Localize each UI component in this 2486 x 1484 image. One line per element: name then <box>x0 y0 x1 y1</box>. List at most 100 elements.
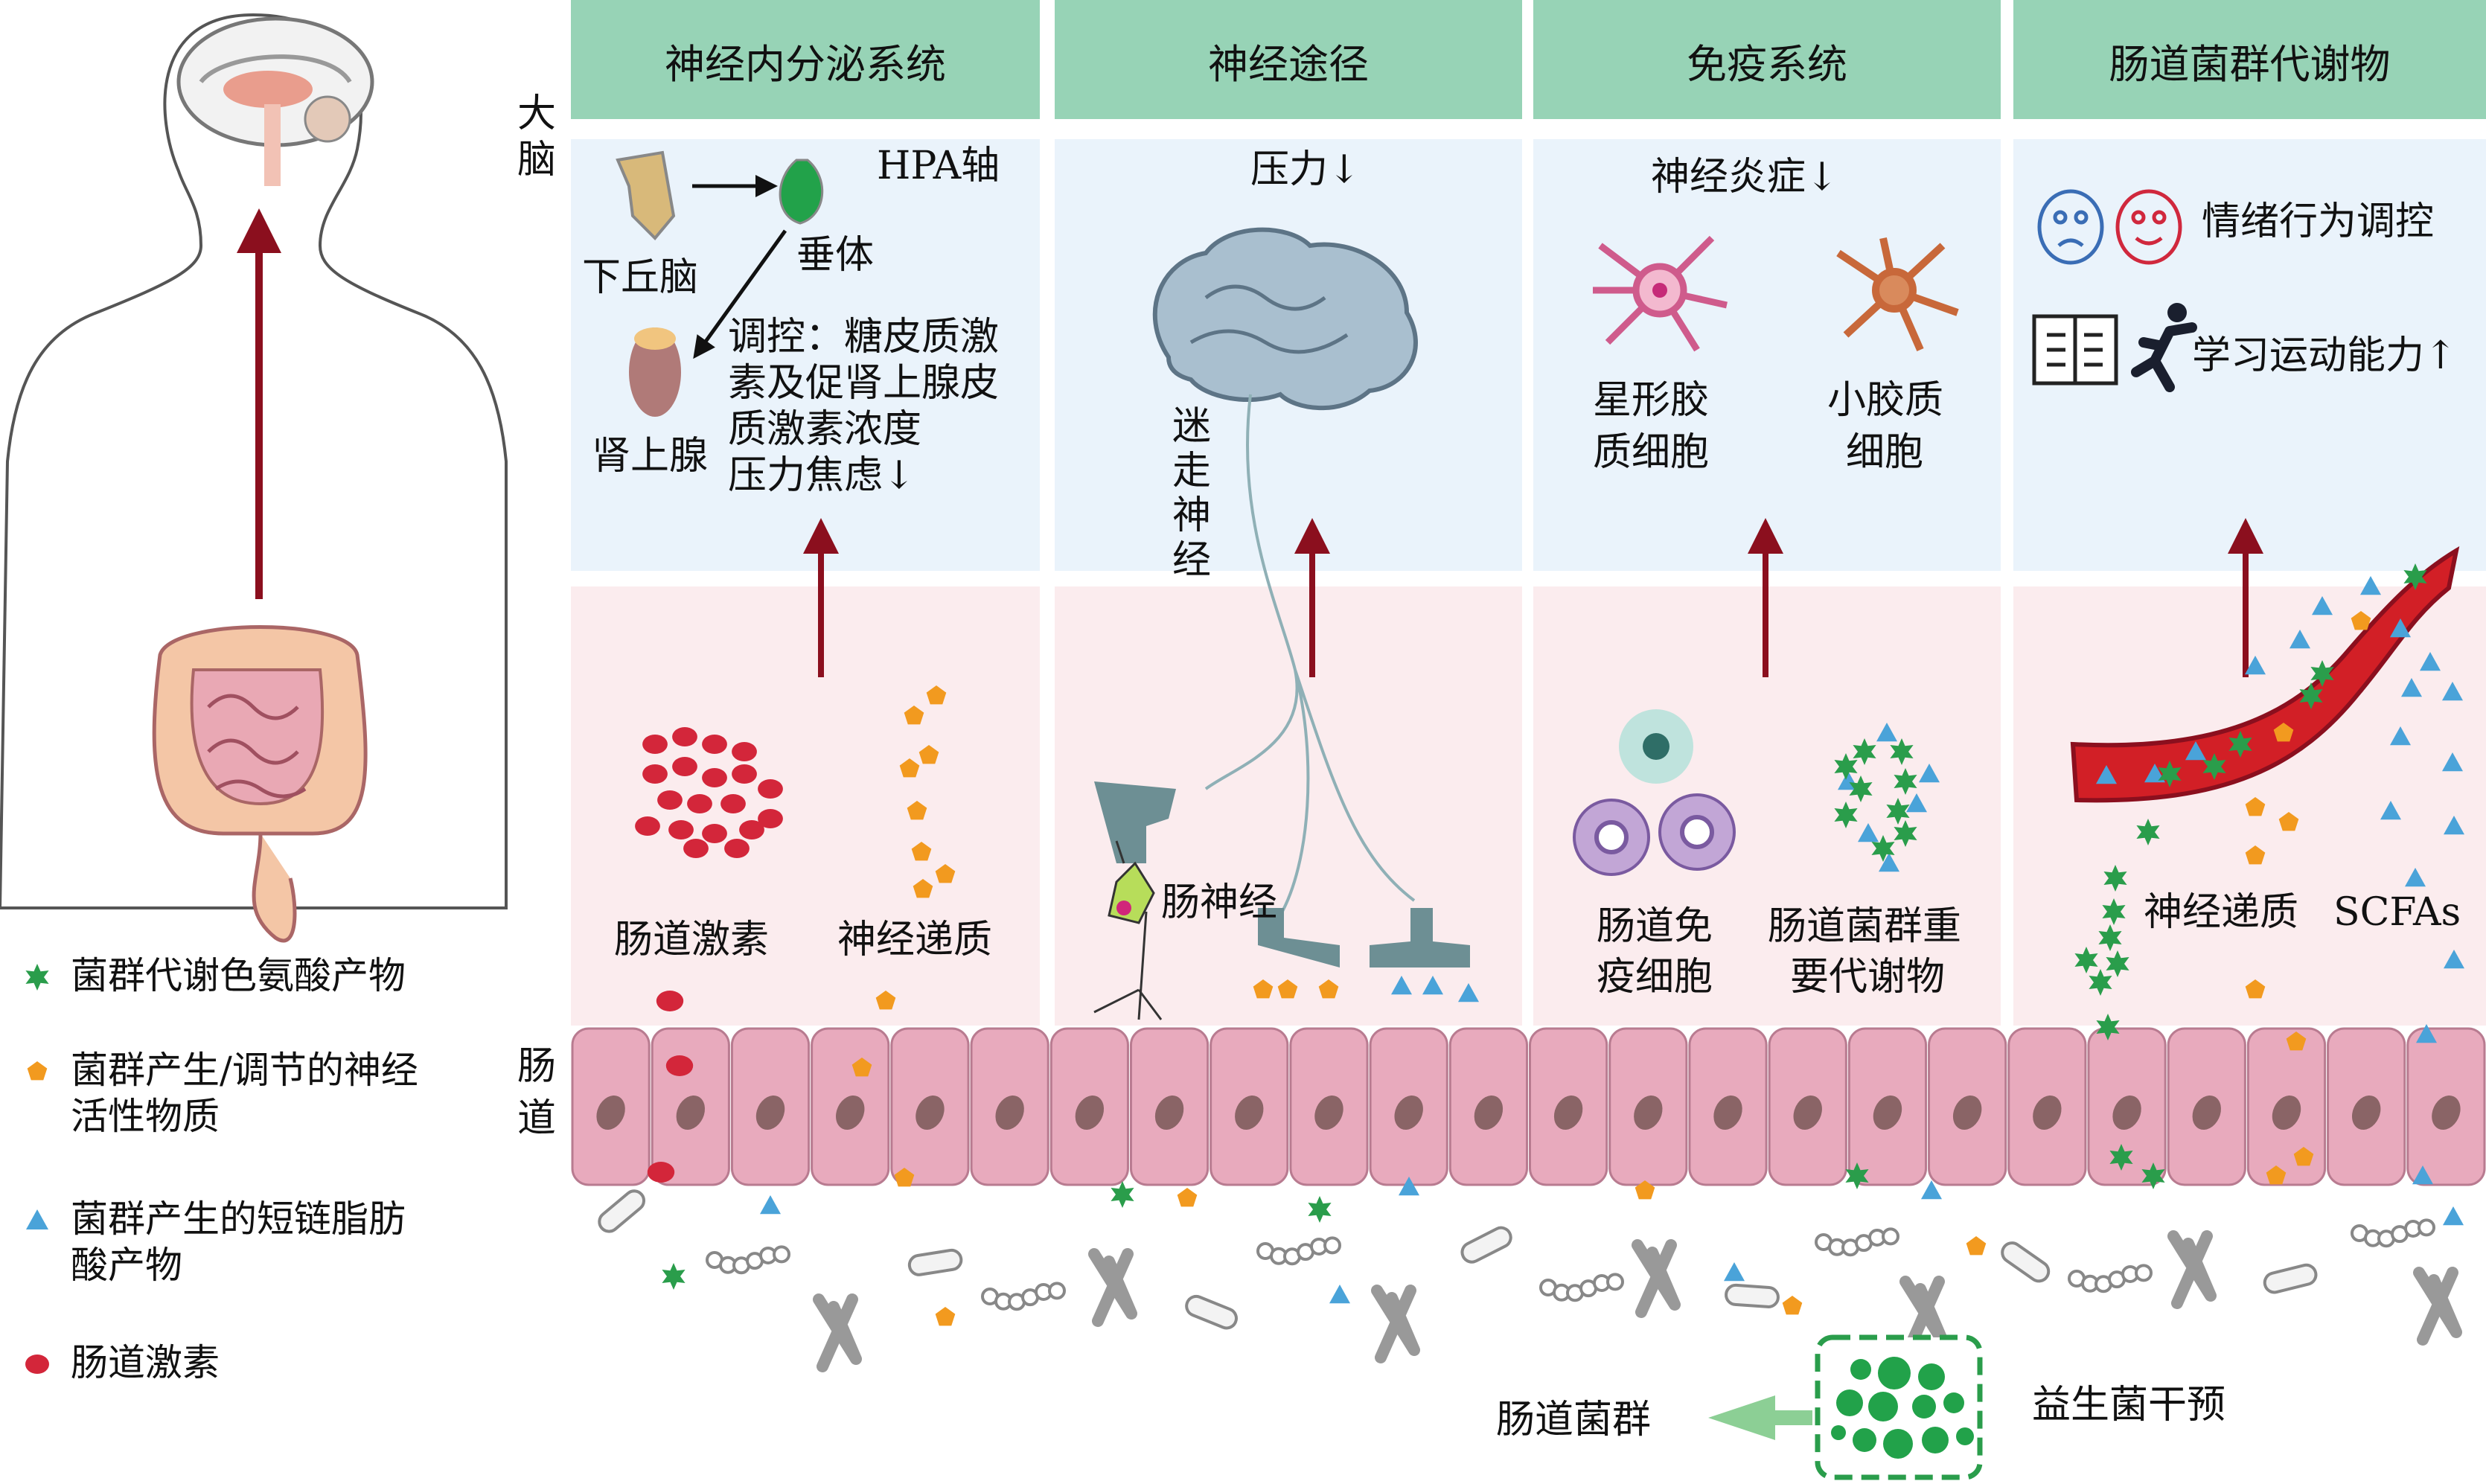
running-person-icon <box>2131 303 2197 392</box>
probiotic-label: 益生菌干预 <box>2032 1383 2225 1427</box>
cell-nucleus <box>1793 1095 1822 1130</box>
scfa-triangle <box>1422 976 1443 995</box>
cocci-bacterium <box>2135 1264 2153 1282</box>
neuroactive-substance-pentagon <box>904 706 924 725</box>
tryptophan-metabolite-star <box>1834 753 1858 780</box>
column-header <box>1055 0 1522 119</box>
scfa-triangle <box>2401 678 2422 697</box>
neuroactive-substance-pentagon <box>1318 979 1339 999</box>
tryptophan-metabolite-star <box>2098 924 2122 951</box>
scfa-triangle <box>1724 1262 1745 1282</box>
scfa-triangle <box>1921 1180 1942 1200</box>
scfa-label: SCFAs <box>2333 890 2461 935</box>
neuroactive-substance-pentagon <box>2266 1165 2287 1185</box>
legend-label: 肠道激素 <box>71 1341 220 1384</box>
neuroactive-substance-pentagon <box>935 864 956 883</box>
probiotic-dot <box>1850 1359 1871 1380</box>
intestine-icon <box>152 625 368 943</box>
cell-nucleus <box>2033 1095 2062 1130</box>
probiotic-box <box>1815 1334 1983 1480</box>
cell-nucleus <box>755 1095 785 1130</box>
scfa-triangle <box>760 1195 781 1215</box>
book-icon <box>2032 314 2118 386</box>
scfa-triangle <box>1919 764 1940 783</box>
cell-nucleus <box>1394 1095 1423 1130</box>
tryptophan-metabolite-star <box>1886 798 1910 825</box>
neural-pathway-group: 压力↓ 迷 走 神 经 肠神经 <box>1093 147 1470 1020</box>
vagus-label-1: 迷 <box>1172 404 1211 449</box>
tryptophan-metabolite-star <box>2141 1162 2165 1189</box>
cell-nucleus <box>2192 1095 2221 1130</box>
hpa-title: HPA轴 <box>877 144 1000 188</box>
tryptophan-metabolite-star <box>1894 768 1917 795</box>
neuroactive-substance-pentagon <box>2245 845 2266 865</box>
tryptophan-metabolite-star <box>1849 775 1873 802</box>
neuroactive-substance-pentagon <box>2273 723 2294 742</box>
probiotic-dot <box>1868 1392 1898 1421</box>
neuroactive-substance-pentagon <box>1782 1296 1803 1315</box>
gut-hormone-oval <box>720 794 746 813</box>
neuroactive-substance-pentagon <box>2351 611 2371 630</box>
cell-nucleus <box>1553 1095 1583 1130</box>
cocci-bacterium <box>1323 1236 1341 1255</box>
enteric-neuron-icon <box>1093 840 1163 1020</box>
scfa-triangle <box>1879 853 1899 872</box>
pituitary-label: 垂体 <box>796 233 874 278</box>
brain-panel <box>1533 139 2001 571</box>
microglia-icon <box>1836 237 1959 352</box>
gut-hormone-oval <box>656 991 684 1011</box>
gut-immune-label-1: 肠道免 <box>1597 904 1713 949</box>
branched-bacterium <box>1632 1239 1681 1318</box>
neuroactive-substance-pentagon <box>1177 1188 1198 1207</box>
scfa-triangle <box>2442 752 2463 772</box>
cell-nucleus <box>2432 1095 2461 1130</box>
hpa-axis-group: HPA轴 下丘脑 垂体 肾上腺 调控：糖皮质激 素及促肾上腺皮 质激素浓度 压力… <box>582 144 1000 962</box>
column-title: 神经内分泌系统 <box>665 41 946 88</box>
cell-nucleus <box>1154 1095 1184 1130</box>
gut-hormone-oval <box>724 839 750 858</box>
neuroactive-substance-pentagon <box>2293 1147 2314 1166</box>
cell-nucleus <box>1314 1095 1343 1130</box>
cell-nucleus <box>1474 1095 1504 1130</box>
gut-hormone-oval <box>672 757 697 776</box>
scfa-triangle <box>1391 976 1412 995</box>
cocci-bacterium <box>1048 1282 1066 1300</box>
hpa-effect-line-2: 素及促肾上腺皮 <box>728 361 999 406</box>
gut-hormone-oval <box>732 742 757 761</box>
cocci-bacterium <box>1882 1227 1899 1246</box>
cocci-bacterium <box>2418 1218 2435 1237</box>
legend-label: 菌群产生的短链脂肪 <box>71 1197 406 1241</box>
tryptophan-metabolite-star <box>2403 563 2427 590</box>
tryptophan-metabolite-star <box>1871 835 1895 862</box>
microglia-label-2: 细胞 <box>1846 430 1923 475</box>
rod-bacterium <box>2263 1263 2318 1294</box>
gut-epithelium <box>571 1027 2486 1186</box>
metabolites-label-2: 要代谢物 <box>1790 955 1945 1000</box>
gut-hormone-oval <box>668 820 694 839</box>
cell-nucleus <box>916 1095 945 1130</box>
tryptophan-metabolite-star <box>2106 950 2129 977</box>
branched-bacterium <box>813 1293 862 1372</box>
hpa-effect-line-4: 压力焦虑↓ <box>728 453 916 498</box>
cell-nucleus <box>1873 1095 1902 1130</box>
column-title: 神经途径 <box>1208 41 1369 88</box>
cell-nucleus <box>2272 1095 2301 1130</box>
scfa-triangle <box>1858 823 1879 842</box>
scfa-triangle <box>2360 576 2381 595</box>
brain-icon <box>176 16 374 186</box>
tryptophan-metabolite-star <box>1853 738 1876 765</box>
scfa-triangle <box>1876 723 1897 742</box>
tryptophan-metabolite-star <box>2158 761 2182 787</box>
cell-nucleus <box>836 1095 865 1130</box>
microglia-label-1: 小胶质 <box>1827 378 1943 423</box>
scfa-triangle <box>2290 630 2310 649</box>
gut-hormone-oval <box>687 794 712 813</box>
scfa-triangle <box>1458 983 1479 1002</box>
cell-nucleus <box>1952 1095 1982 1130</box>
scfa-triangle <box>1329 1285 1350 1304</box>
neuroactive-substance-pentagon <box>907 801 927 820</box>
scfa-triangle <box>2444 816 2464 835</box>
